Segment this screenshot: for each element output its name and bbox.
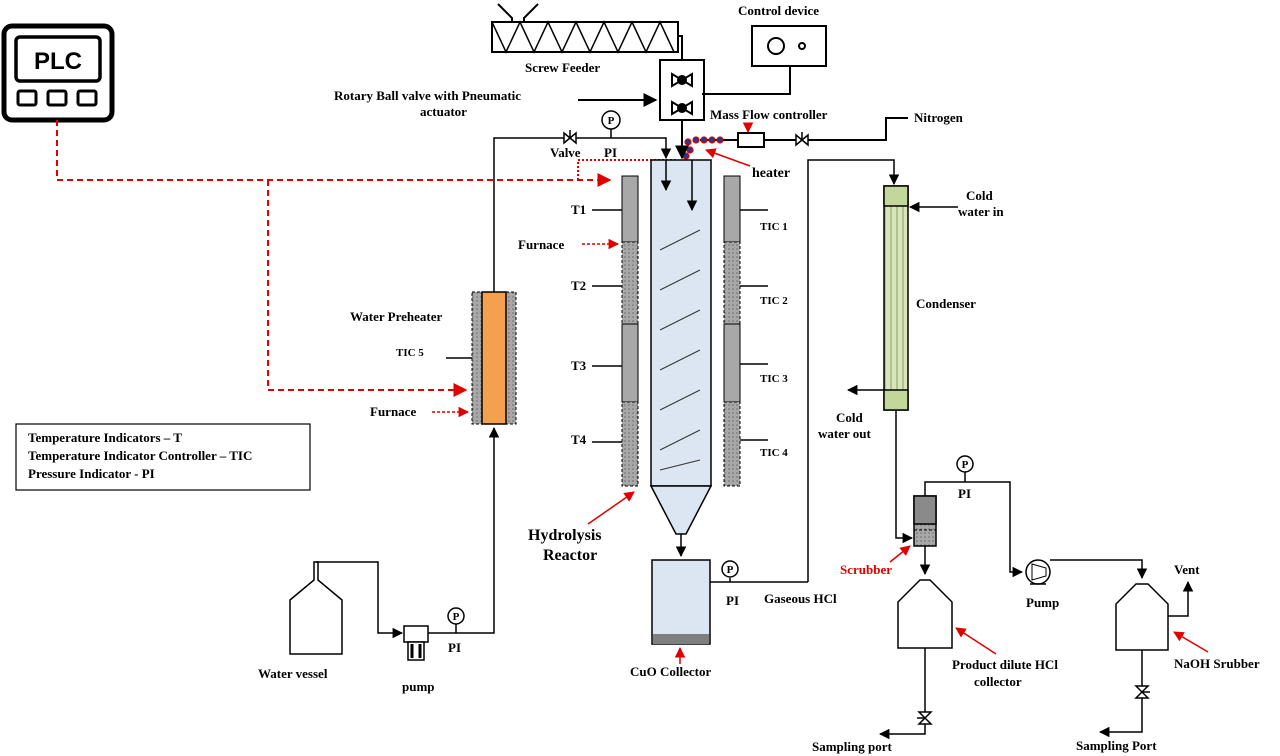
condenser-outlet-line <box>895 410 914 544</box>
rotary-valve-label-2: actuator <box>420 104 467 119</box>
t3-label: T3 <box>571 358 587 373</box>
plc-icon <box>1 23 115 123</box>
hydrolysis-label-2: Reactor <box>543 547 597 564</box>
pressure-gauge-pump <box>447 607 465 633</box>
screw-feeder <box>491 3 679 54</box>
water-pump <box>403 625 429 661</box>
tic4-label: TIC 4 <box>760 447 788 459</box>
cold-in-label-1: Cold <box>966 188 994 203</box>
scrubber-pointer <box>889 545 911 563</box>
pump-outlet-line <box>428 426 500 634</box>
reactor-furnace-right <box>723 175 741 487</box>
rotary-valve-label-1: Rotary Ball valve with Pneumatic <box>334 88 521 103</box>
preheater-outlet-line <box>493 137 672 292</box>
cuo-collector <box>651 559 711 645</box>
scrubber-label: Scrubber <box>840 562 892 577</box>
water-pump-label: pump <box>402 679 435 694</box>
legend-item-3: Pressure Indicator - PI <box>28 466 155 481</box>
tic5-label: TIC 5 <box>396 347 424 359</box>
product-drain-line <box>878 648 926 740</box>
transfer-pump <box>1025 559 1051 585</box>
pi-top-label: PI <box>604 145 617 160</box>
tic3-label: TIC 3 <box>760 373 788 385</box>
mass-flow-controller <box>737 132 765 148</box>
t1-label: T1 <box>571 202 586 217</box>
heater-pointer <box>705 148 751 167</box>
product-label-1: Product dilute HCl <box>952 657 1058 672</box>
pi-scrubber-label: PI <box>958 486 971 501</box>
control-signal-lines <box>56 120 676 397</box>
condenser <box>883 185 909 411</box>
valve-label: Valve <box>550 145 581 160</box>
control-device-label: Control device <box>738 3 819 18</box>
pi-cuo-label: PI <box>726 593 739 608</box>
mass-flow-label: Mass Flow controller <box>710 107 828 122</box>
pump-to-naoh-line <box>1050 559 1148 580</box>
tic1-label: TIC 1 <box>760 221 788 233</box>
gauge-symbol-top: P <box>608 115 615 127</box>
hydrolysis-reactor <box>649 159 713 535</box>
vent-line <box>1168 580 1194 617</box>
naoh-pointer <box>1173 631 1209 653</box>
transfer-pump-label: Pump <box>1026 595 1059 610</box>
control-device-line <box>702 66 791 95</box>
product-pointer <box>955 627 997 655</box>
gauge-symbol-pump: P <box>453 611 460 623</box>
pressure-gauge-top <box>601 110 621 138</box>
nitrogen-line <box>700 117 908 141</box>
reactor-furnace-left <box>621 175 639 487</box>
sampling-port-label-1: Sampling port <box>812 739 892 754</box>
screw-feeder-label: Screw Feeder <box>525 60 600 75</box>
vent-label: Vent <box>1174 562 1200 577</box>
product-collector <box>897 579 953 649</box>
reactor-furnace-label: Furnace <box>518 237 564 252</box>
sampling-valve-1-icon <box>917 711 933 725</box>
cuo-collector-label: CuO Collector <box>630 664 711 679</box>
cold-out-label-1: Cold <box>836 410 864 425</box>
pi-pump-label: PI <box>448 640 461 655</box>
tic2-label: TIC 2 <box>760 295 788 307</box>
heater-label: heater <box>752 166 790 181</box>
water-preheater <box>471 291 517 425</box>
valve-icon <box>563 130 577 145</box>
control-device <box>751 25 827 67</box>
heater-coil <box>682 136 724 160</box>
naoh-drain-line <box>1098 650 1143 738</box>
nitrogen-label: Nitrogen <box>914 110 964 125</box>
pressure-gauge-cuo <box>710 560 808 583</box>
condenser-label: Condenser <box>916 296 976 311</box>
cold-out-label-2: water out <box>818 426 872 441</box>
legend-item-1: Temperature Indicators – T <box>28 430 182 445</box>
naoh-scrubber <box>1115 583 1169 651</box>
hydrolysis-label-1: Hydrolysis <box>528 527 602 544</box>
water-feed-line <box>316 561 404 639</box>
t2-label: T2 <box>571 278 586 293</box>
plc-label: PLC <box>34 48 82 75</box>
rotary-ball-valves <box>659 59 705 148</box>
scrubber <box>913 495 937 547</box>
hydrolysis-pointer <box>587 491 635 525</box>
feeder-line <box>678 35 683 60</box>
preheater-furnace-label: Furnace <box>370 404 416 419</box>
water-vessel-label: Water vessel <box>258 666 328 681</box>
sampling-valve-2-icon <box>1134 685 1150 699</box>
gaseous-hcl-label: Gaseous HCl <box>764 591 837 606</box>
water-vessel <box>289 561 343 655</box>
gauge-symbol-scrubber: P <box>962 459 969 471</box>
water-preheater-label: Water Preheater <box>350 309 443 324</box>
sampling-port-label-2: Sampling Port <box>1076 738 1157 753</box>
gauge-symbol-cuo: P <box>727 564 734 576</box>
pressure-gauge-scrubber <box>956 455 974 482</box>
t4-label: T4 <box>571 432 587 447</box>
nitrogen-valve-icon <box>795 132 809 147</box>
product-label-2: collector <box>974 674 1022 689</box>
scrubber-top-line <box>924 481 1024 578</box>
legend-box <box>15 423 311 491</box>
naoh-label: NaOH Srubber <box>1174 656 1260 671</box>
gaseous-hcl-line <box>807 159 900 582</box>
legend-item-2: Temperature Indicator Controller – TIC <box>28 448 252 463</box>
cold-in-label-2: water in <box>958 204 1004 219</box>
